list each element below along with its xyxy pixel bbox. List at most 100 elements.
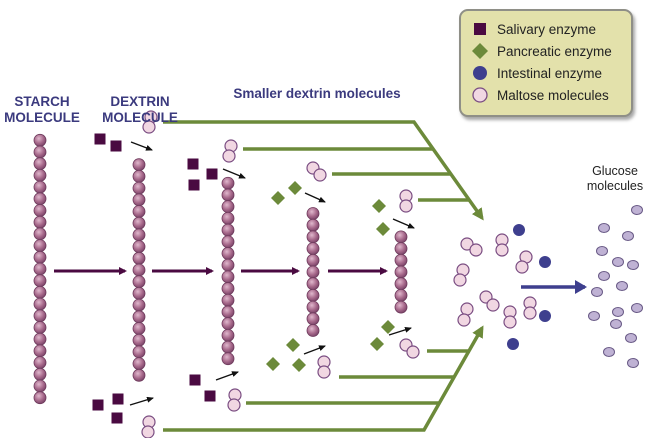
pancreatic-enzyme bbox=[376, 222, 390, 236]
glucose-unit bbox=[486, 298, 500, 312]
glucose-unit bbox=[457, 313, 471, 327]
glucose-bead bbox=[132, 310, 146, 324]
pancreatic-enzyme bbox=[288, 181, 302, 195]
glucose-bead bbox=[33, 285, 47, 299]
glucose-bead bbox=[33, 204, 47, 217]
maltose-molecule bbox=[317, 355, 331, 379]
glucose-unit bbox=[227, 398, 241, 412]
salivary-enzyme bbox=[110, 140, 122, 152]
glucose-molecule bbox=[631, 205, 643, 215]
label-line: Glucose bbox=[592, 164, 638, 178]
starch-molecule-header: STARCH MOLECULE bbox=[4, 94, 80, 126]
intestinal-enzyme bbox=[539, 256, 551, 268]
maltose-molecule bbox=[399, 338, 420, 359]
glucose-molecule bbox=[591, 287, 603, 297]
glucose-molecule bbox=[588, 311, 600, 321]
glucose-unit bbox=[515, 260, 529, 274]
glucose-bead bbox=[33, 321, 47, 334]
glucose-molecule bbox=[610, 319, 622, 329]
maltose-molecule bbox=[227, 388, 242, 412]
enzyme-action-arrow bbox=[130, 141, 153, 151]
glucose-molecule bbox=[627, 358, 639, 368]
header-line: MOLECULE bbox=[102, 110, 178, 125]
glucose-bead bbox=[221, 200, 235, 214]
glucose-bead bbox=[33, 391, 47, 405]
glucose-molecule bbox=[622, 231, 634, 241]
glucose-bead bbox=[394, 253, 408, 267]
header-line: STARCH bbox=[14, 94, 70, 109]
glucose-bead bbox=[132, 216, 146, 230]
label-line: molecules bbox=[586, 179, 644, 193]
glucose-bead bbox=[221, 340, 235, 354]
enzyme-action-arrow bbox=[304, 192, 326, 203]
glucose-bead bbox=[33, 192, 47, 206]
glucose-bead bbox=[33, 367, 47, 381]
maltose-molecule bbox=[495, 233, 509, 257]
glucose-bead bbox=[221, 188, 235, 202]
glucose-bead bbox=[221, 258, 235, 272]
glucose-bead bbox=[33, 274, 47, 288]
pathway-line-bottom bbox=[163, 325, 484, 432]
legend-item-pancreatic: Pancreatic enzyme bbox=[471, 41, 612, 61]
glucose-bead bbox=[394, 265, 408, 279]
maltose-molecule bbox=[222, 139, 238, 163]
pancreatic-enzyme-diamond-icon bbox=[471, 42, 489, 60]
salivary-enzyme bbox=[94, 133, 106, 145]
glucose-bead bbox=[132, 158, 146, 172]
glucose-bead bbox=[33, 145, 47, 159]
intestinal-enzyme bbox=[507, 338, 519, 350]
glucose-bead bbox=[33, 309, 47, 323]
glucose-bead bbox=[33, 157, 47, 171]
glucose-bead bbox=[33, 250, 47, 264]
glucose-bead bbox=[221, 305, 235, 319]
glucose-bead bbox=[132, 263, 146, 277]
glucose-bead bbox=[221, 317, 235, 331]
glucose-bead bbox=[394, 230, 408, 244]
enzymes-group bbox=[92, 133, 551, 424]
smaller-dextrin-chain-2 bbox=[394, 230, 408, 314]
glucose-bead bbox=[132, 298, 146, 312]
glucose-unit bbox=[222, 149, 236, 163]
glucose-molecule bbox=[596, 246, 608, 256]
glucose-bead bbox=[132, 251, 146, 265]
glucose-bead bbox=[394, 242, 408, 256]
salivary-enzyme bbox=[204, 390, 216, 402]
enzyme-action-arrow bbox=[303, 345, 326, 355]
glucose-bead bbox=[132, 345, 146, 359]
salivary-enzyme bbox=[187, 158, 199, 170]
glucose-bead bbox=[221, 328, 235, 342]
glucose-bead bbox=[33, 332, 47, 346]
glucose-molecule bbox=[616, 281, 628, 291]
glucose-bead bbox=[306, 207, 320, 220]
glucose-bead bbox=[33, 262, 47, 276]
glucose-bead bbox=[33, 379, 47, 393]
glucose-unit bbox=[142, 120, 156, 134]
pancreatic-enzyme bbox=[286, 338, 300, 352]
pancreatic-enzyme bbox=[271, 191, 285, 205]
pancreatic-enzyme bbox=[381, 320, 395, 334]
maltose-molecule bbox=[142, 110, 158, 134]
starch-chain bbox=[33, 133, 47, 405]
glucose-bead bbox=[132, 368, 146, 382]
glucose-bead bbox=[394, 288, 408, 302]
glucose-bead bbox=[306, 324, 320, 337]
glucose-bead bbox=[306, 277, 320, 291]
glucose-unit bbox=[399, 199, 413, 213]
maltose-molecule bbox=[460, 237, 483, 257]
glucose-bead bbox=[132, 286, 146, 300]
pancreatic-enzyme bbox=[370, 337, 384, 351]
legend-item-salivary: Salivary enzyme bbox=[471, 19, 596, 39]
pancreatic-enzyme bbox=[266, 357, 280, 371]
legend-item-intestinal: Intestinal enzyme bbox=[471, 63, 602, 83]
pathway-line-top bbox=[163, 120, 484, 221]
glucose-molecule bbox=[598, 223, 610, 233]
glucose-molecule bbox=[625, 333, 637, 343]
glucose-molecule bbox=[631, 303, 643, 313]
glucose-bead bbox=[33, 356, 47, 370]
glucose-bead bbox=[221, 235, 235, 249]
glucose-unit bbox=[460, 237, 474, 251]
legend-label: Salivary enzyme bbox=[497, 21, 597, 37]
maltose-molecule-circle-icon bbox=[471, 86, 489, 104]
glucose-bead bbox=[33, 239, 47, 253]
